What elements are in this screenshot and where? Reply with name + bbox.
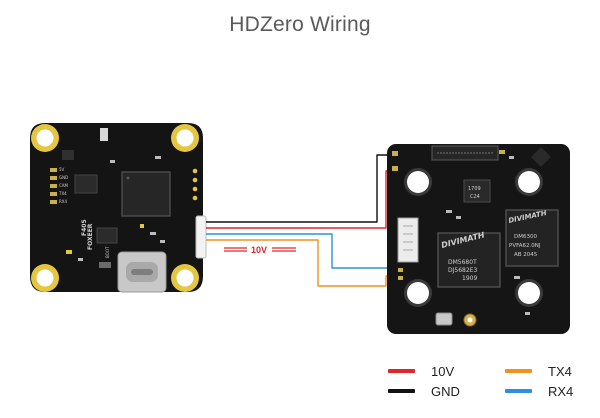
- legend-item-rx4: RX4: [505, 383, 573, 399]
- vtx-main-chip-text: DJ5682E3: [448, 267, 477, 274]
- vtx-main-chip: [437, 232, 501, 288]
- fc-model: F405: [81, 219, 88, 236]
- wire-tx4: [206, 239, 392, 287]
- legend-swatch: [388, 389, 415, 393]
- vtx-power-connector: [397, 217, 419, 263]
- vtx-main-chip-text: DM5680T: [448, 259, 477, 266]
- vtx-small-chip-text: 1709: [468, 186, 481, 192]
- legend-label: RX4: [548, 383, 574, 399]
- fc-pad-label: CAM: [59, 183, 69, 188]
- fc-mcu-chip: [121, 171, 171, 217]
- vtx-rf-chip-text: AB 2045: [514, 252, 538, 258]
- vtx-mount-hole-tl: [404, 168, 432, 196]
- fc-mount-hole-bl: [31, 264, 59, 292]
- vtx-small-chip-text: C24: [470, 194, 480, 200]
- legend-label: TX4: [548, 363, 572, 379]
- vtx-mount-hole-bl: [404, 279, 432, 307]
- vtx-mount-hole-tr: [515, 168, 543, 196]
- legend-item-tx4: TX4: [505, 363, 572, 379]
- legend-item-10v: 10V: [388, 363, 454, 379]
- legend-swatch: [388, 369, 415, 373]
- fc-pad-label: GND: [59, 175, 68, 180]
- legend-swatch: [505, 389, 532, 393]
- wire-gnd: [206, 154, 399, 223]
- fc-boot-label: BOOT: [105, 246, 110, 258]
- legend-swatch: [505, 369, 532, 373]
- vtx-main-chip-text: 1909: [462, 275, 477, 282]
- vtx-board: 1709 C24 DIVIMATH DM5680T DJ5682E3 1909 …: [387, 144, 570, 334]
- legend-label: 10V: [431, 363, 455, 379]
- fc-pad-label: RX4: [59, 199, 68, 204]
- legend-label: GND: [431, 383, 460, 399]
- wire-rx4: [206, 233, 392, 269]
- fc-mount-hole-br: [171, 264, 199, 292]
- vtx-rf-chip-text: DM6300: [514, 234, 537, 240]
- vtx-rf-chip-text: PVFA62.0NJ: [509, 243, 541, 249]
- wire-10v: [206, 170, 399, 229]
- page-title: HDZero Wiring: [229, 13, 371, 36]
- wires: [206, 154, 399, 287]
- vtx-rf-chip: [505, 209, 559, 267]
- fc-mount-hole-tr: [171, 124, 199, 152]
- flight-controller-board: 5V GND CAM TX4 RX4 FOXEER F405 BOOT: [30, 123, 207, 293]
- fc-brand: FOXEER: [87, 223, 94, 250]
- fc-pad-label: TX4: [58, 191, 67, 196]
- fc-mount-hole-tl: [31, 124, 59, 152]
- vtx-small-chip: [463, 179, 491, 203]
- wire-voltage-label: 10V: [251, 245, 267, 255]
- fc-boot-button: [99, 262, 111, 268]
- legend-item-gnd: GND: [388, 383, 460, 399]
- fc-pad-label: 5V: [59, 167, 65, 172]
- vtx-mount-hole-br: [515, 279, 543, 307]
- fc-connector: [195, 215, 207, 259]
